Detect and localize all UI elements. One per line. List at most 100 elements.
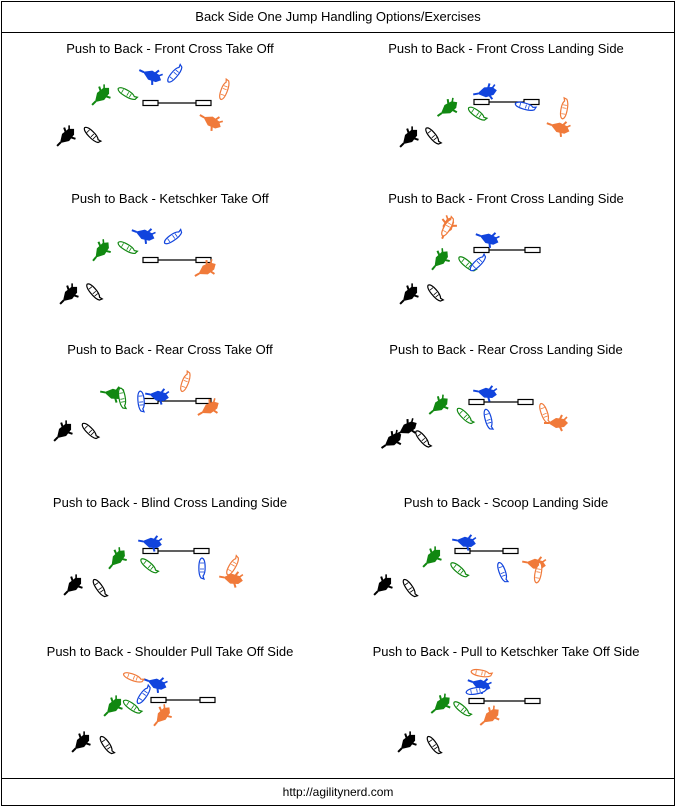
dog-icon (167, 63, 183, 83)
dog-icon (198, 557, 206, 580)
panel-figure (399, 83, 571, 148)
panel-figure (53, 369, 219, 442)
handler-icon (473, 83, 497, 100)
panel-figure (373, 534, 547, 598)
panel-front-cross-landing-side: Push to Back - Front Cross Landing Side (338, 33, 674, 183)
dog-icon (92, 579, 109, 598)
dog-icon (123, 699, 144, 714)
dog-icon (441, 215, 454, 237)
page-title: Back Side One Jump Handling Options/Exer… (2, 2, 674, 33)
panel-figure (56, 63, 230, 147)
dog-icon (514, 101, 538, 111)
panel-title: Push to Back - Blind Cross Landing Side (52, 495, 288, 510)
jump (468, 398, 534, 406)
dog-icon (122, 672, 146, 683)
handler-icon (436, 97, 458, 117)
handler-icon (546, 121, 571, 137)
panel-shoulder-pull-take-off-side: Push to Back - Shoulder Pull Take Off Si… (2, 636, 338, 786)
jump (473, 98, 540, 106)
footer-url: http://agilitynerd.com (2, 778, 674, 805)
dog-icon (117, 87, 139, 100)
dog-icon (136, 683, 151, 704)
panel-figure (63, 535, 244, 598)
dog-icon (117, 241, 139, 254)
handler-icon (138, 535, 163, 552)
dog-icon (469, 252, 487, 272)
handler-icon (473, 385, 498, 402)
panel-pull-to-ketschker-take-off-side: Push to Back - Pull to Ketschker Take Of… (338, 636, 674, 786)
handler-icon (452, 534, 477, 551)
handler-icon (59, 283, 79, 305)
panel-title: Push to Back - Rear Cross Take Off (67, 342, 273, 357)
dog-icon (402, 579, 419, 598)
panel-title: Push to Back - Shoulder Pull Take Off Si… (46, 644, 294, 659)
handler-icon (430, 693, 451, 714)
dog-icon (468, 106, 489, 121)
dog-icon (470, 668, 494, 678)
dog-icon (427, 284, 445, 302)
dog-icon (450, 562, 470, 578)
handler-icon (194, 259, 216, 277)
dog-icon (81, 422, 101, 440)
dog-icon (219, 77, 230, 101)
dog-icon (483, 408, 495, 430)
handler-icon (153, 704, 172, 727)
dog-icon (497, 561, 510, 583)
panel-rear-cross-take-off: Push to Back - Rear Cross Take Off (2, 334, 338, 484)
handler-icon (397, 731, 417, 753)
handler-icon (479, 705, 500, 726)
handler-icon (197, 398, 219, 416)
dog-icon (86, 283, 104, 301)
jump (473, 246, 541, 254)
panel-figure (71, 672, 216, 755)
dog-icon (425, 127, 443, 145)
panel-title: Push to Back - Front Cross Landing Side (388, 191, 624, 206)
handler-icon (63, 574, 83, 596)
dog-icon (99, 736, 116, 755)
jump (142, 397, 212, 405)
dog-icon (456, 407, 476, 425)
dog-icon (533, 560, 543, 584)
handler-icon (143, 677, 168, 693)
dog-icon (415, 430, 433, 448)
panel-ketschker-take-off: Push to Back - Ketschker Take Off (2, 183, 338, 333)
dog-icon (164, 228, 183, 245)
dog-icon (137, 390, 146, 413)
panel-scoop-landing-side: Push to Back - Scoop Landing Side (338, 487, 674, 637)
panel-title: Push to Back - Rear Cross Landing Side (389, 342, 623, 357)
handler-icon (56, 125, 76, 147)
handler-icon (103, 695, 123, 717)
panel-figure (397, 668, 541, 755)
dog-icon (539, 402, 552, 424)
jump (150, 696, 216, 704)
panel-front-cross-landing-side-2: Push to Back - Front Cross Landing Side (338, 183, 674, 333)
handler-icon (380, 429, 402, 449)
dog-icon (180, 369, 191, 393)
panel-title: Push to Back - Front Cross Landing Side (388, 41, 624, 56)
handler-icon (395, 418, 417, 436)
handler-icon (431, 248, 450, 271)
dog-icon (465, 685, 488, 695)
panel-front-cross-take-off: Push to Back - Front Cross Take Off (2, 33, 338, 183)
handler-icon (373, 574, 393, 596)
panel-title: Push to Back - Front Cross Take Off (66, 41, 274, 56)
handler-icon (399, 126, 419, 148)
panel-title: Push to Back - Pull to Ketschker Take Of… (372, 644, 640, 659)
dog-icon (118, 387, 128, 410)
panel-rear-cross-landing-side: Push to Back - Rear Cross Landing Side (338, 334, 674, 484)
handler-icon (522, 556, 547, 573)
handler-icon (219, 571, 244, 588)
dog-icon (140, 558, 160, 574)
panel-figure (399, 215, 541, 305)
handler-icon (544, 414, 568, 432)
jump (142, 256, 212, 264)
handler-icon (138, 69, 163, 85)
handler-icon (399, 283, 419, 305)
handler-icon (71, 731, 91, 753)
panel-title: Push to Back - Scoop Landing Side (403, 495, 609, 510)
handler-icon (145, 388, 170, 405)
dog-icon (453, 701, 473, 717)
panel-title: Push to Back - Ketschker Take Off (71, 191, 269, 206)
dog-icon (559, 96, 569, 120)
